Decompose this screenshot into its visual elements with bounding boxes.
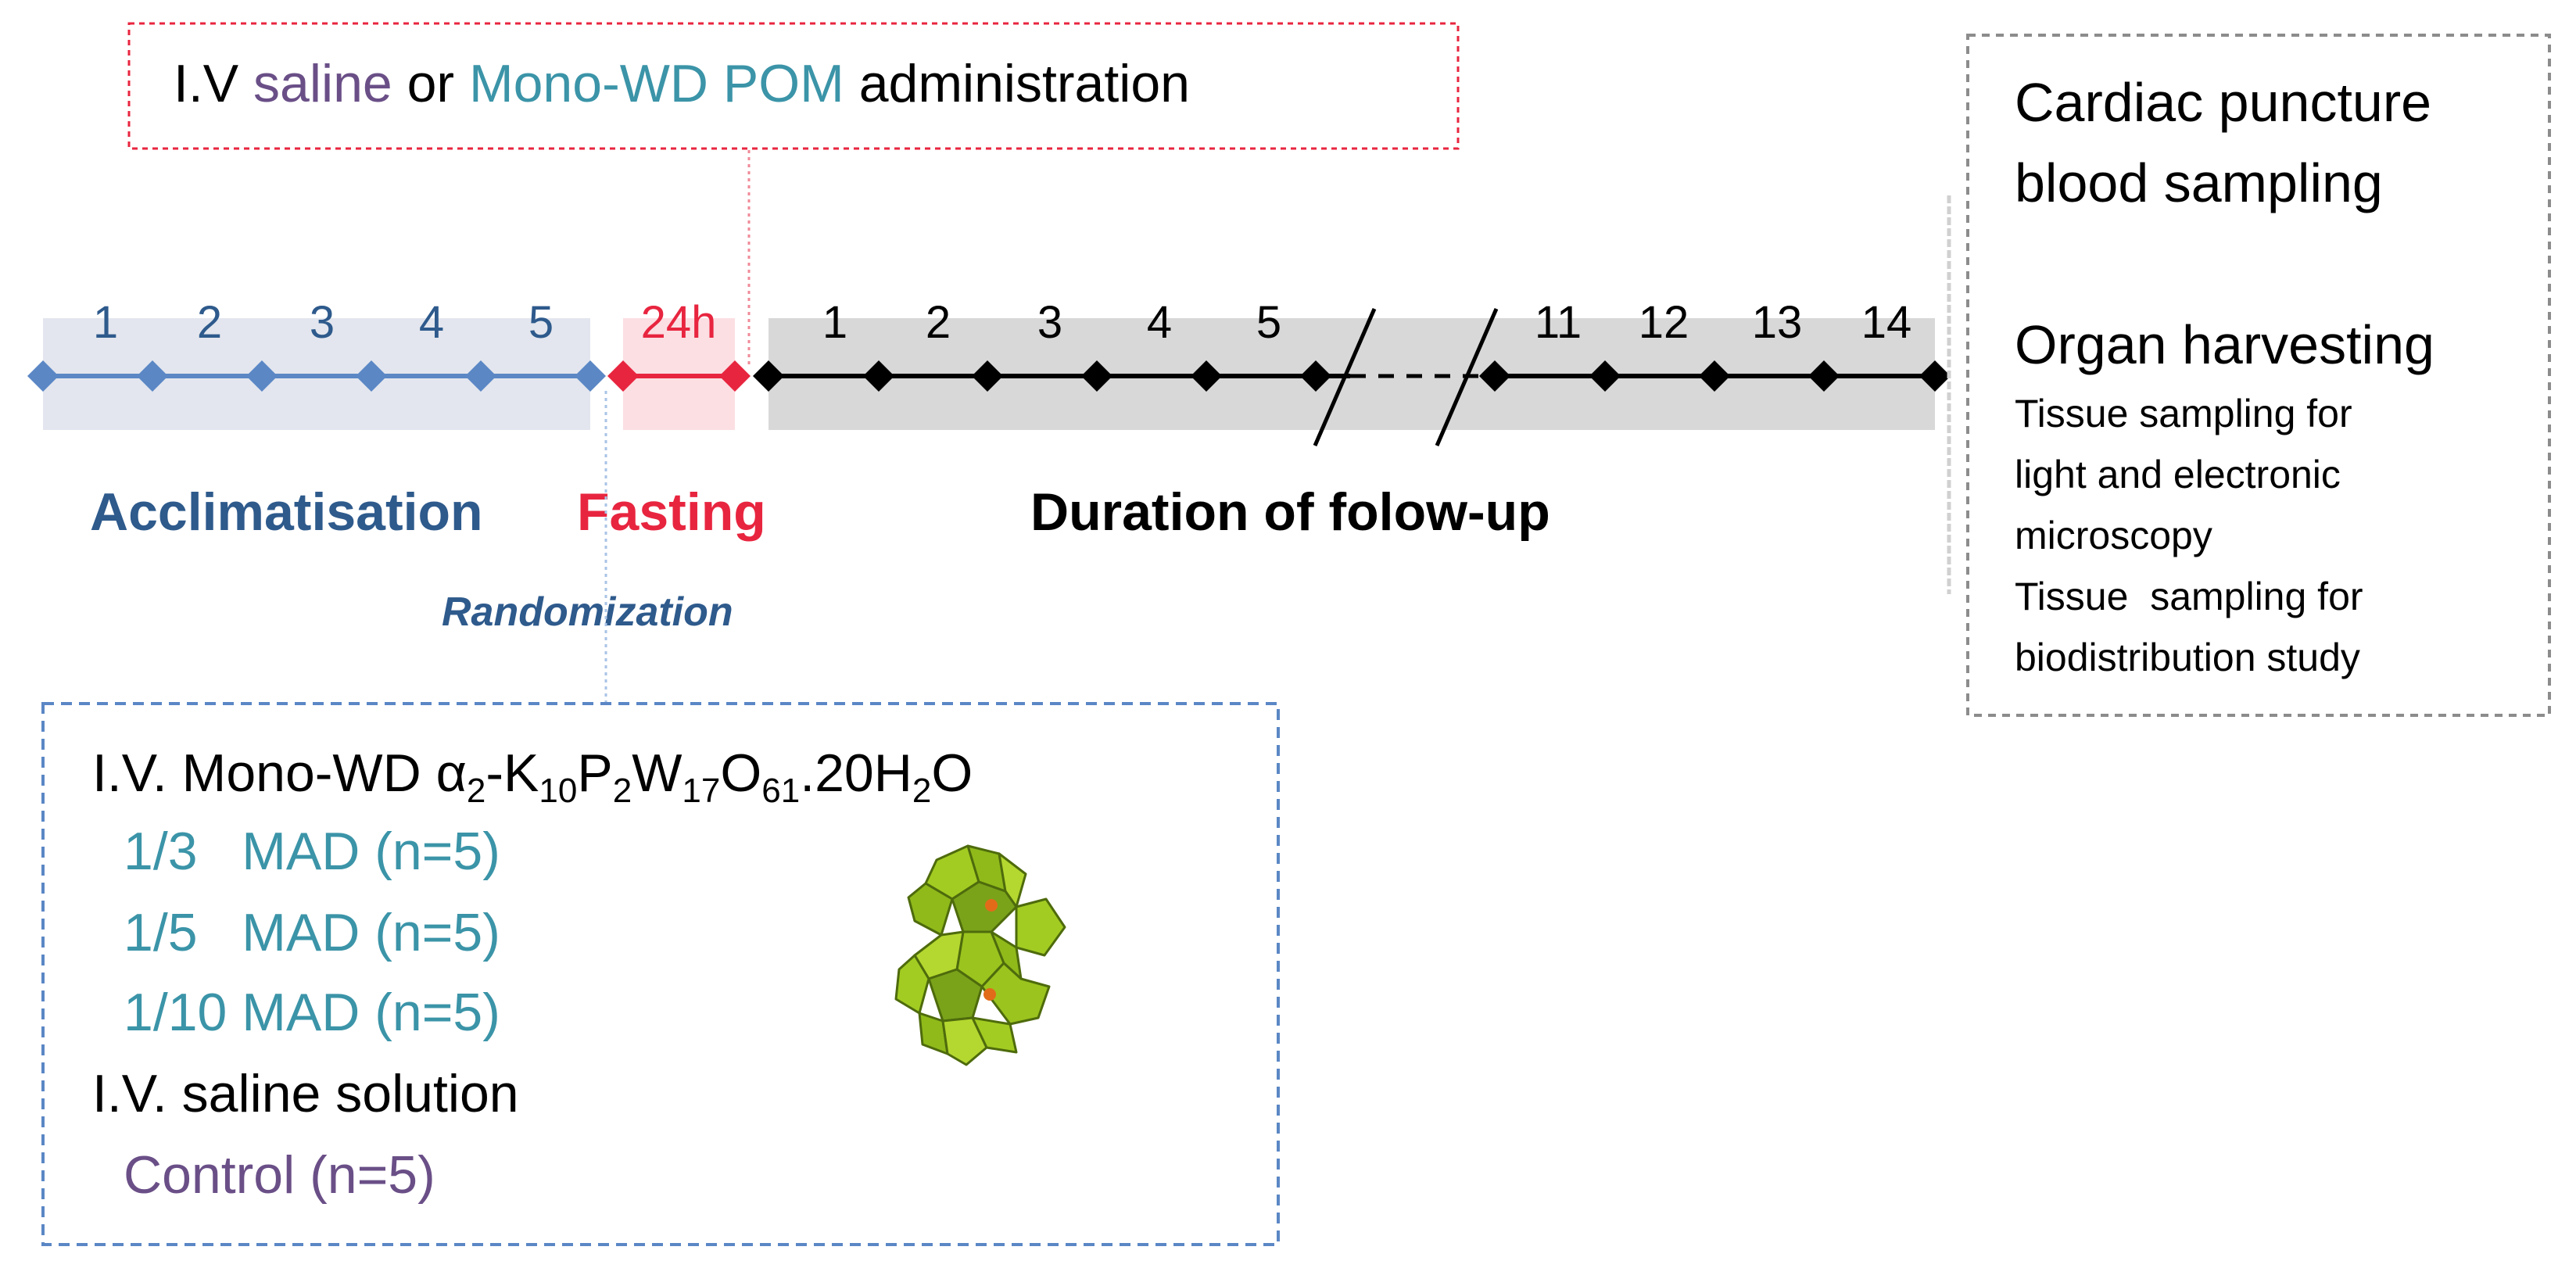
day-marker [1081,360,1112,392]
polyoxometalate-molecule-icon [894,844,1066,1066]
tissue-detail: Tissue sampling for [2015,392,2352,435]
treatment-title-prefix: I.V. Mono-WD α [92,743,467,803]
acclimatisation-markers [27,360,606,392]
formula-subscript: 17 [682,772,720,810]
acclimatisation-day-label: 5 [528,297,554,348]
formula-part: O [720,743,761,803]
followup-day-label: 5 [1256,297,1281,348]
fasting-marker [607,360,639,392]
formula-part: O [931,743,973,803]
followup-day-label: 12 [1639,297,1689,348]
tissue-detail: biodistribution study [2015,636,2360,679]
followup-markers [753,360,1951,392]
day-marker [1919,360,1951,392]
day-marker [1808,360,1840,392]
day-marker [1479,360,1510,392]
randomization-label: Randomization [442,589,733,635]
day-marker [1699,360,1730,392]
administration-suffix: administration [844,54,1190,113]
formula-part: -K [485,743,539,803]
administration-prefix: I.V [174,54,253,113]
administration-text: I.V saline or Mono-WD POM administration [174,54,1190,113]
administration-saline: saline [253,54,392,113]
control-group: Control (n=5) [124,1145,435,1205]
acclimatisation-day-label: 4 [419,297,444,348]
cardiac-puncture-line1: Cardiac puncture [2015,72,2431,133]
saline-solution-title: I.V. saline solution [92,1064,519,1123]
day-marker [246,360,278,392]
formula-subscript: 2 [467,772,485,810]
tissue-detail: light and electronic [2015,453,2341,496]
day-marker [1300,360,1331,392]
day-marker [465,360,496,392]
organ-harvesting: Organ harvesting [2015,314,2434,375]
tissue-detail: Tissue sampling for [2015,575,2363,618]
day-marker [1589,360,1621,392]
phase-fasting: Fasting [577,482,766,542]
day-marker [356,360,387,392]
axis-break-mark-right [1435,308,1499,446]
cardiac-puncture-line2: blood sampling [2015,152,2383,213]
formula-subscript: 2 [613,772,632,810]
dose-one-fifth: 1/5 MAD (n=5) [124,903,500,962]
acclimatisation-day-label: 2 [197,297,222,348]
formula-part: .20H [800,743,912,803]
day-marker [137,360,168,392]
dose-one-third: 1/3 MAD (n=5) [124,822,500,881]
treatment-title: I.V. Mono-WD α2-K10P2W17O61.20H2O [92,743,973,810]
followup-day-label: 2 [926,297,951,348]
followup-day-label: 1 [822,297,847,348]
formula-subscript: 2 [912,772,931,810]
followup-day-label: 14 [1861,297,1912,348]
formula-part: W [632,743,682,803]
phase-followup: Duration of folow-up [1030,482,1550,542]
day-marker [863,360,894,392]
treatment-groups-box [41,702,1280,1246]
day-marker [753,360,784,392]
formula-subscript: 61 [761,772,800,810]
day-marker [1191,360,1222,392]
phosphorus-atom [983,988,996,1001]
acclimatisation-day-label: 1 [93,297,118,348]
fasting-marker [719,360,751,392]
phosphorus-atom [985,899,998,912]
followup-day-label: 11 [1535,297,1582,348]
phase-acclimatisation: Acclimatisation [90,482,483,542]
axis-break-mark-left [1313,308,1377,446]
acclimatisation-day-label: 3 [310,297,335,348]
fasting-markers [607,360,751,392]
day-marker [27,360,59,392]
day-marker [575,360,606,392]
formula-part: P [577,743,612,803]
formula-subscript: 10 [539,772,577,810]
administration-pom: Mono-WD POM [469,54,844,113]
followup-day-label: 13 [1752,297,1803,348]
sampling-box [1966,34,2551,717]
day-marker [972,360,1003,392]
fasting-duration-label: 24h [641,297,717,348]
followup-day-label: 4 [1147,297,1172,348]
administration-or: or [392,54,469,113]
dose-one-tenth: 1/10 MAD (n=5) [124,983,500,1042]
tissue-detail: microscopy [2015,514,2212,557]
followup-day-label: 3 [1037,297,1062,348]
administration-box [127,22,1460,150]
